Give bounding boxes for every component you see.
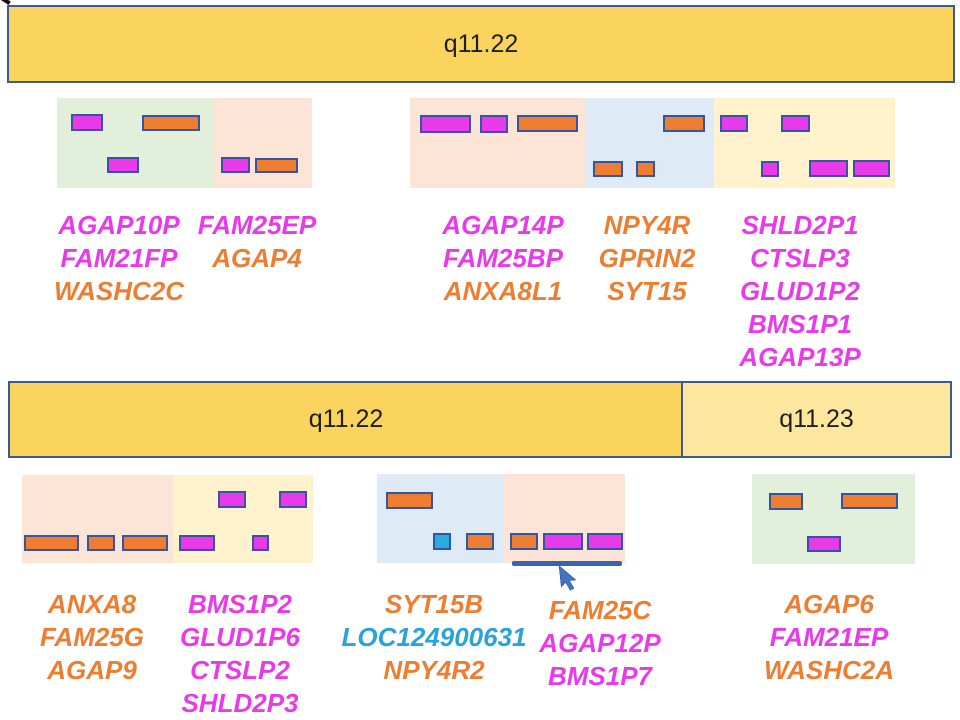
gene-name: CTSLP2 <box>190 655 290 685</box>
gene-rect <box>587 533 623 550</box>
gene-rect <box>809 160 848 177</box>
gene-rect <box>466 533 494 550</box>
band-label: q11.22 <box>443 29 519 58</box>
gene-rect <box>279 491 307 508</box>
gene-name: WASHC2C <box>53 276 184 306</box>
gene-name: ANXA8L1 <box>443 276 563 306</box>
gene-name: AGAP4 <box>212 243 302 273</box>
gene-rect <box>386 492 433 509</box>
gene-rect <box>433 533 451 550</box>
gene-name: FAM21EP <box>769 622 889 652</box>
gene-rect <box>221 157 250 173</box>
gene-rect <box>663 115 705 132</box>
gene-name: FAM25BP <box>443 243 563 273</box>
gene-rect <box>480 115 508 133</box>
gene-name: GLUD1P6 <box>180 622 300 652</box>
bg-segment <box>213 98 312 188</box>
bg-segment <box>57 98 213 188</box>
gene-rect <box>807 536 841 552</box>
gene-name: AGAP13P <box>739 342 861 372</box>
gene-name: GPRIN2 <box>598 243 696 273</box>
gene-rect <box>179 535 215 551</box>
gene-name: SYT15B <box>384 589 484 619</box>
gene-name: AGAP6 <box>784 589 874 619</box>
gene-name: SHLD2P3 <box>181 688 299 718</box>
gene-name: GLUD1P2 <box>740 276 860 306</box>
gene-rect <box>841 493 898 509</box>
gene-name: FAM21FP <box>60 243 178 273</box>
gene-name: LOC124900631 <box>341 622 527 652</box>
gene-rect <box>510 533 538 550</box>
gene-rect <box>853 160 890 177</box>
gene-rect <box>543 533 583 550</box>
gene-name: ANXA8 <box>47 589 137 619</box>
gene-rect <box>769 493 803 510</box>
gene-name: CTSLP3 <box>750 243 850 273</box>
band-label: q11.23 <box>779 405 854 433</box>
gene-rect <box>71 114 103 131</box>
gene-name: AGAP14P <box>442 210 564 240</box>
gene-name: BMS1P2 <box>187 589 293 619</box>
gene-name: SYT15 <box>607 276 687 306</box>
gene-name: AGAP10P <box>58 210 180 240</box>
gene-rect <box>255 158 298 173</box>
chromosome-band-mid-q11-23: q11.23 <box>681 381 952 458</box>
gene-name: FAM25C <box>548 595 652 625</box>
chromosome-band-mid-q11-22: q11.22 <box>8 381 684 458</box>
gene-name: AGAP12P <box>539 628 661 658</box>
gene-rect <box>720 115 748 132</box>
bg-segment <box>410 98 586 188</box>
gene-name: BMS1P1 <box>747 309 853 339</box>
gene-rect <box>87 535 115 551</box>
gene-name: NPY4R2 <box>383 655 485 685</box>
gene-rect <box>517 115 578 132</box>
gene-name: AGAP9 <box>47 655 137 685</box>
gene-name: FAM25EP <box>197 210 317 240</box>
gene-rect <box>761 161 779 177</box>
gene-rect <box>122 535 168 551</box>
gene-name: BMS1P7 <box>547 661 653 691</box>
band-label: q11.22 <box>308 405 384 433</box>
gene-name: FAM25G <box>39 622 145 652</box>
gene-name: NPY4R <box>603 210 691 240</box>
gene-rect <box>107 157 139 173</box>
gene-rect <box>252 535 269 551</box>
gene-rect <box>781 115 810 132</box>
chromosome-band-top-q11-22: q11.22 <box>7 5 955 83</box>
gene-rect <box>593 161 623 177</box>
gene-name: SHLD2P1 <box>741 210 859 240</box>
gene-name: WASHC2A <box>763 655 894 685</box>
gene-rect <box>636 161 655 177</box>
gene-rect <box>142 115 200 131</box>
gene-rect <box>420 115 471 133</box>
annotation-underline <box>512 561 622 566</box>
mouse-pointer-icon <box>558 565 577 591</box>
gene-rect <box>218 491 246 508</box>
gene-rect <box>24 535 79 551</box>
